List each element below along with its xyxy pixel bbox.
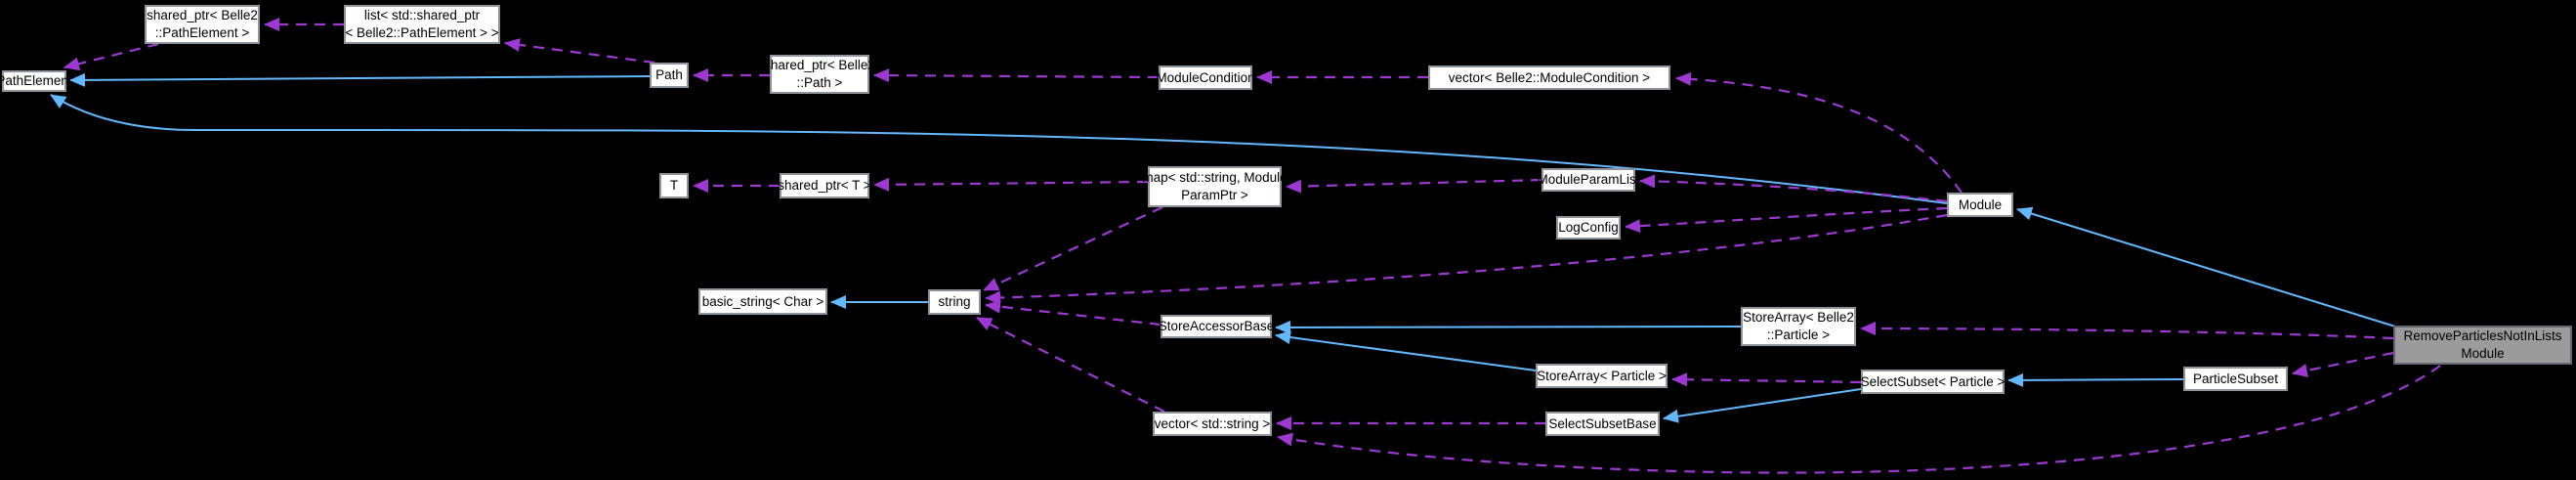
class-node-label: shared_ptr< Belle2 <box>764 58 875 73</box>
edge-Module-uses-LogConfig <box>1625 206 1948 234</box>
class-node-LogConfig[interactable]: LogConfig <box>1556 216 1621 240</box>
class-node-ModuleParamList[interactable]: ModuleParamList <box>1537 168 1640 192</box>
class-node-label: ::PathElement > <box>154 25 250 40</box>
class-node-SelectSubsetBase[interactable]: SelectSubsetBase <box>1545 412 1660 436</box>
edge-ModuleCondition-uses-shared_ptr_Path <box>873 68 1160 83</box>
class-node-shared_ptr_T[interactable]: shared_ptr< T > <box>778 173 871 198</box>
class-node-Module[interactable]: Module <box>1947 193 2013 217</box>
class-node-label: shared_ptr< Belle2 <box>147 8 258 23</box>
edge-RemoveParticles-uses-StoreArray_Belle2_Particle <box>1860 322 2394 340</box>
class-node-shared_ptr_PathElement[interactable]: shared_ptr< Belle2::PathElement > <box>145 5 260 44</box>
class-node-label: StoreAccessorBase <box>1158 319 1275 334</box>
class-node-label: list< std::shared_ptr <box>363 8 481 23</box>
edge-map-uses-shared_ptr_T <box>873 177 1149 192</box>
edge-RemoveParticles-uses-vector_std_string <box>1277 365 2441 474</box>
class-node-label: vector< std::string > <box>1154 415 1271 431</box>
class-node-label: ::Path > <box>796 75 843 90</box>
edge-shared_ptr_PathElement-uses-PathElement <box>63 42 159 71</box>
edge-ParticleSubset-inherits-SelectSubsetParticle <box>2007 372 2184 387</box>
edge-SelectSubsetParticle-uses-StoreArray_Particle <box>1671 372 1862 387</box>
class-node-vector_std_string[interactable]: vector< std::string > <box>1153 412 1272 436</box>
class-node-label: ParamPtr > <box>1181 188 1248 202</box>
class-node-label: ModuleParamList <box>1537 172 1640 188</box>
class-node-label: ParticleSubset <box>2192 371 2279 386</box>
class-node-StoreArray_Particle[interactable]: StoreArray< Particle > <box>1536 364 1668 388</box>
class-node-basic_string_Char[interactable]: basic_string< Char > <box>698 288 827 315</box>
class-node-list_shared_ptr_PathElement[interactable]: list< std::shared_ptr< Belle2::PathEleme… <box>344 5 500 44</box>
class-node-ModuleCondition[interactable]: ModuleCondition <box>1156 65 1255 90</box>
class-node-ParticleSubset[interactable]: ParticleSubset <box>2183 367 2288 391</box>
class-node-string[interactable]: string <box>928 289 981 315</box>
class-node-T[interactable]: T <box>659 173 689 198</box>
edge-group <box>50 18 2441 474</box>
class-node-label: T <box>669 178 679 194</box>
class-node-label: StoreArray< Belle2 <box>1743 310 1854 326</box>
class-node-label: ModuleCondition <box>1156 69 1255 85</box>
edge-RemoveParticles-uses-ParticleSubset <box>2292 351 2394 377</box>
class-node-label: Module <box>1958 196 2003 212</box>
edge-Module-uses-vector_ModuleCondition <box>1675 71 1963 194</box>
edge-Module-inherits-PathElement <box>50 94 1948 204</box>
class-node-label: Path <box>655 67 683 83</box>
edge-Module-uses-ModuleParamList <box>1639 174 1948 203</box>
class-node-label: shared_ptr< T > <box>778 178 871 194</box>
class-node-shared_ptr_Path[interactable]: shared_ptr< Belle2::Path > <box>764 55 875 94</box>
edge-Module-uses-string <box>985 213 1948 305</box>
class-node-label: LogConfig <box>1558 220 1619 236</box>
edge-RemoveParticles-inherits-Module <box>2016 206 2396 327</box>
class-node-PathElement[interactable]: PathElement <box>0 70 72 92</box>
edge-map-uses-string <box>983 206 1163 291</box>
class-node-label: vector< Belle2::ModuleCondition > <box>1448 69 1651 85</box>
class-node-label: < Belle2::PathElement > > <box>345 25 499 40</box>
edge-Path-uses-list <box>504 38 655 65</box>
edge-ModuleParamList-uses-map <box>1286 178 1542 194</box>
class-node-label: map< std::string, Module <box>1142 170 1288 186</box>
class-node-SelectSubset_Particle[interactable]: SelectSubset< Particle > <box>1861 370 2005 394</box>
class-node-label: PathElement <box>0 73 72 89</box>
edge-Path-inherits-PathElement <box>69 72 651 87</box>
class-node-label: SelectSubsetBase <box>1548 415 1657 431</box>
edge-StoreAccessorBase-uses-string <box>985 299 1161 327</box>
class-node-label: ::Particle > <box>1766 327 1831 342</box>
class-node-label: RemoveParticlesNotInLists <box>2403 328 2562 344</box>
class-node-label: SelectSubset< Particle > <box>1860 373 2006 389</box>
edge-StoreArrayParticle-inherits-StoreAccessorBase <box>1275 330 1537 371</box>
edge-SelectSubsetParticle-inherits-SelectSubsetBase <box>1663 388 1862 423</box>
class-node-label: StoreArray< Particle > <box>1537 368 1667 383</box>
class-node-vector_ModuleCondition[interactable]: vector< Belle2::ModuleCondition > <box>1428 65 1670 90</box>
class-node-label: string <box>938 294 971 310</box>
class-node-label: basic_string< Char > <box>701 293 824 309</box>
class-node-StoreArray_Belle2_Particle[interactable]: StoreArray< Belle2::Particle > <box>1741 307 1856 346</box>
class-node-Path[interactable]: Path <box>650 63 689 88</box>
edge-vector_std_string-uses-string <box>976 317 1165 413</box>
class-node-label: Module <box>2461 346 2505 361</box>
class-node-StoreAccessorBase[interactable]: StoreAccessorBase <box>1158 315 1275 338</box>
